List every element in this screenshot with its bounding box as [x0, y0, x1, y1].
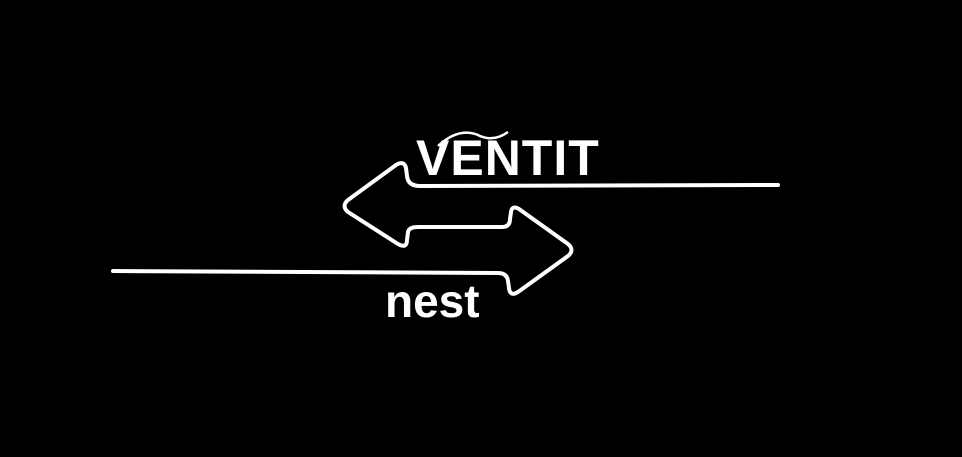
swap-arrows-icon — [111, 161, 780, 296]
swoosh-icon — [437, 130, 509, 147]
nest-wordmark: nest — [385, 275, 480, 327]
ventit-wordmark: VENTIT — [416, 130, 600, 186]
